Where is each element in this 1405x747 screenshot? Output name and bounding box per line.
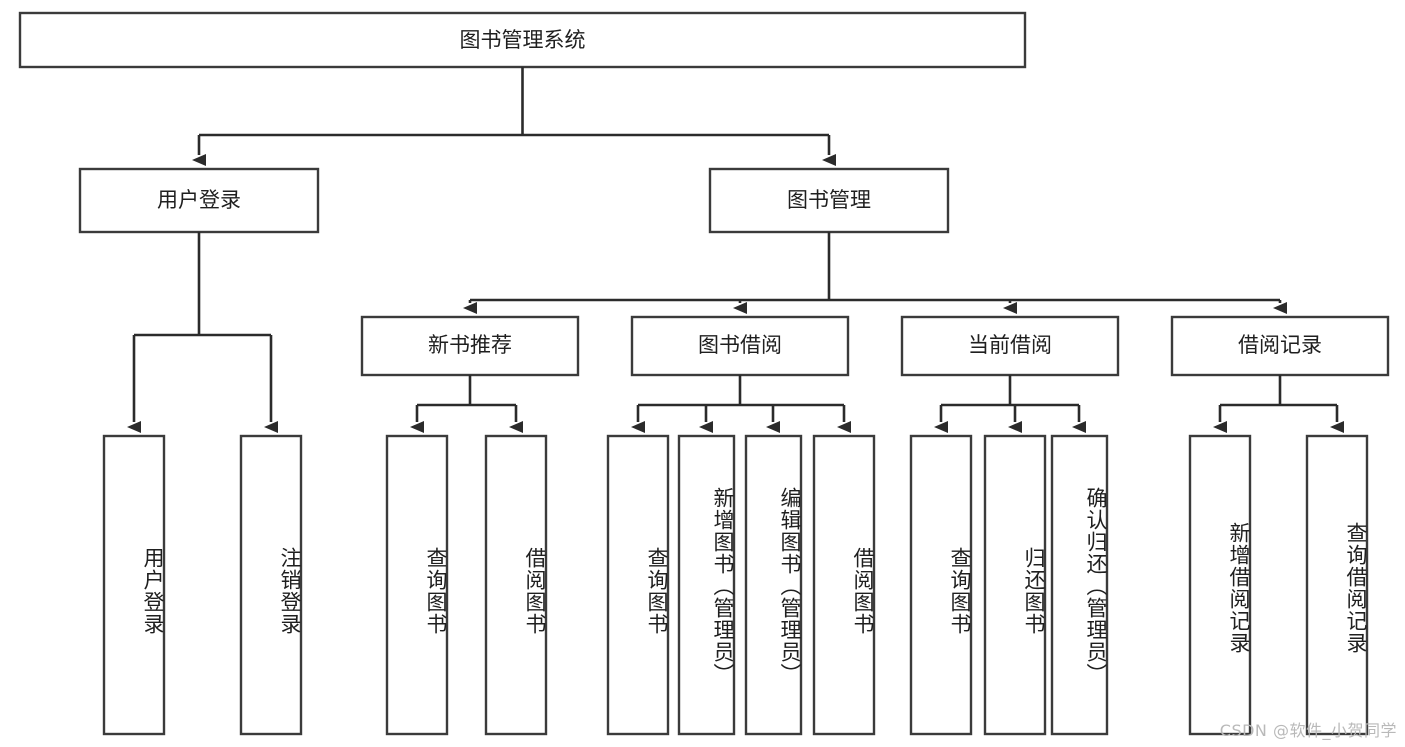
node-box-leaf-return-book[interactable]: [983, 434, 1047, 736]
node-label-book-borrow: 图书借阅: [698, 333, 782, 357]
node-box-leaf-query-record[interactable]: [1305, 434, 1369, 736]
node-labels-horizontal: 图书管理系统 用户登录 图书管理 新书推荐 图书借阅 当前借阅 借阅记录: [157, 28, 1322, 357]
node-box-leaf-borrow-book-rec[interactable]: [484, 434, 548, 736]
node-boxes: [18, 11, 1390, 736]
node-box-leaf-query-book-rec[interactable]: [385, 434, 449, 736]
node-label-root: 图书管理系统: [460, 28, 586, 52]
node-box-leaf-borrow-book[interactable]: [812, 434, 876, 736]
csdn-watermark: CSDN @软件_小贺同学: [1219, 721, 1397, 740]
node-label-book-manage: 图书管理: [787, 188, 871, 212]
node-label-current-borrow: 当前借阅: [968, 333, 1052, 357]
node-box-leaf-add-record[interactable]: [1188, 434, 1252, 736]
node-box-user-login[interactable]: [78, 167, 320, 234]
node-box-root[interactable]: [18, 11, 1027, 69]
node-box-current-borrow[interactable]: [900, 315, 1120, 377]
connectors: [127, 67, 1344, 433]
node-box-new-book-rec[interactable]: [360, 315, 580, 377]
node-box-leaf-edit-book[interactable]: [744, 434, 803, 736]
node-label-new-book-rec: 新书推荐: [428, 333, 512, 357]
node-box-leaf-confirm-return[interactable]: [1050, 434, 1109, 736]
node-box-leaf-query-book-current[interactable]: [909, 434, 973, 736]
node-box-leaf-add-book[interactable]: [677, 434, 736, 736]
node-label-user-login: 用户登录: [157, 188, 241, 212]
node-box-leaf-user-login[interactable]: [102, 434, 166, 736]
node-label-borrow-record: 借阅记录: [1238, 333, 1322, 357]
node-box-leaf-logout[interactable]: [239, 434, 303, 736]
node-box-leaf-query-book-borrow[interactable]: [606, 434, 670, 736]
